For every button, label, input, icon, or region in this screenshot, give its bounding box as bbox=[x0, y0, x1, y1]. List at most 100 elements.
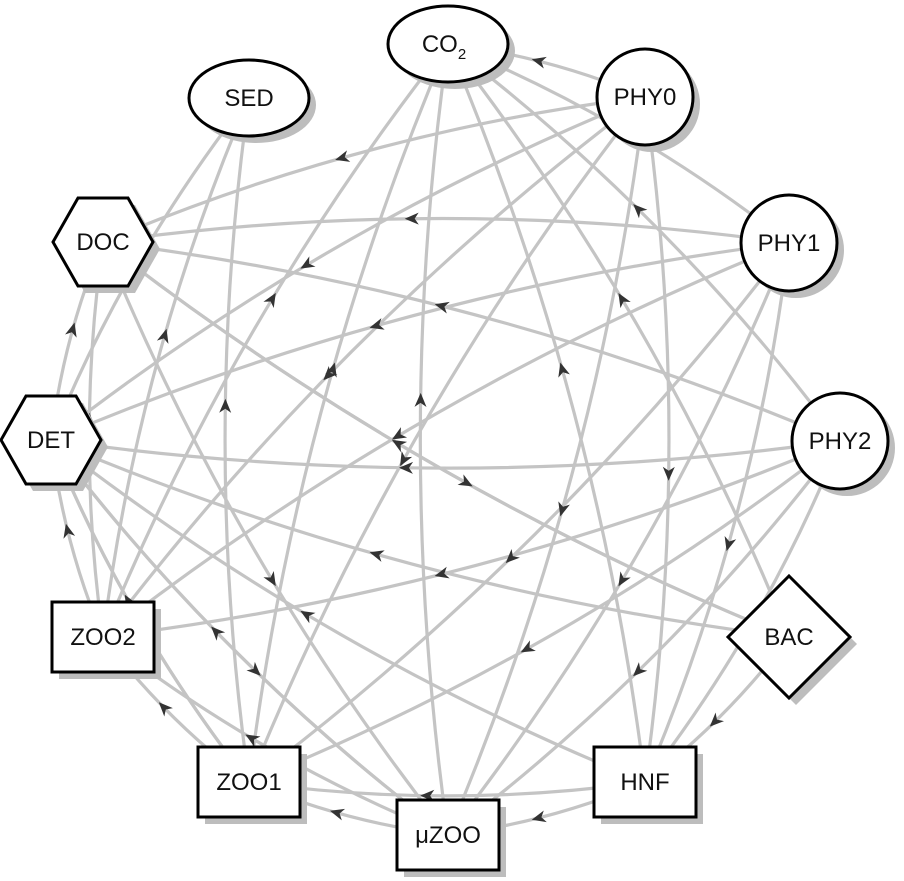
edge-phy1-to-zoo1 bbox=[247, 241, 791, 784]
edge-phy1-to-zoo2 bbox=[101, 241, 791, 639]
edge-zoo2-to-co2 bbox=[101, 42, 450, 639]
edge-phy2-to-doc bbox=[101, 240, 842, 443]
arrow-zoo1-to-zoo2 bbox=[158, 702, 173, 717]
arrow-phy1-to-doc bbox=[404, 212, 419, 225]
node-zoo2-label-text: ZOO2 bbox=[70, 624, 135, 651]
arrow-phy0-to-doc bbox=[335, 150, 351, 162]
arrow-phy2-to-zoo1 bbox=[520, 640, 536, 653]
node-zoo1-shape bbox=[196, 745, 302, 819]
node-sed-label-text: SED bbox=[224, 85, 273, 112]
node-doc-label-text: DOC bbox=[76, 229, 129, 256]
node-zoo2-shape bbox=[50, 600, 156, 674]
node-zoo2: ZOO2 bbox=[50, 600, 161, 679]
edge-phy2-to-uzoo bbox=[446, 439, 842, 837]
node-bac: BAC bbox=[725, 573, 857, 705]
arrow-phy2-to-co2 bbox=[633, 204, 648, 219]
node-zoo1-label-text: ZOO1 bbox=[216, 769, 281, 796]
node-sed-shape bbox=[187, 58, 311, 138]
node-phy2-shape bbox=[790, 391, 890, 491]
node-bac-shape bbox=[725, 573, 853, 701]
edge-phy1-to-doc bbox=[101, 216, 791, 245]
arrow-phy0-to-det bbox=[300, 256, 316, 269]
node-phy2-label-text: PHY2 bbox=[809, 428, 872, 455]
edge-uzoo-to-co2 bbox=[418, 42, 450, 837]
arrow-phy2-to-doc bbox=[434, 301, 450, 314]
edge-doc-to-uzoo bbox=[101, 240, 450, 837]
edge-phy0-to-det bbox=[49, 95, 647, 442]
edge-phy1-to-det bbox=[49, 241, 791, 442]
arrow-zoo2-to-det bbox=[63, 523, 76, 539]
edges-layer bbox=[49, 42, 842, 837]
arrow-uzoo-to-det bbox=[211, 626, 226, 641]
node-phy0-label-text: PHY0 bbox=[614, 84, 677, 111]
arrow-det-to-doc bbox=[65, 322, 77, 338]
edge-hnf-to-zoo1 bbox=[247, 780, 647, 798]
arrow-bac-to-hnf bbox=[709, 712, 724, 727]
edge-bac-to-co2 bbox=[446, 42, 791, 639]
arrow-phy0-to-zoo1 bbox=[400, 450, 413, 467]
node-co2-label: CO2 bbox=[422, 31, 466, 63]
node-det: DET bbox=[0, 394, 108, 491]
node-co2: CO2 bbox=[386, 4, 515, 89]
node-hnf: HNF bbox=[592, 745, 703, 824]
node-co2-shape bbox=[386, 4, 510, 84]
node-det-label-text: DET bbox=[27, 427, 75, 454]
arrow-phy2-to-uzoo bbox=[633, 662, 648, 677]
node-phy1-label-text: PHY1 bbox=[758, 230, 821, 257]
node-zoo1-label: ZOO1 bbox=[216, 769, 281, 796]
edge-zoo1-to-co2 bbox=[247, 42, 450, 784]
arrow-phy0-to-hnf bbox=[662, 466, 675, 481]
arrow-phy1-to-uzoo bbox=[618, 571, 631, 587]
arrow-phy1-to-hnf bbox=[724, 536, 737, 552]
arrow-bac-to-doc bbox=[391, 439, 408, 453]
arrow-bac-to-co2 bbox=[618, 292, 631, 309]
edge-phy0-to-uzoo bbox=[446, 95, 647, 837]
node-phy0-shape bbox=[595, 47, 695, 147]
arrow-phy0-to-uzoo bbox=[558, 501, 570, 517]
node-sed: SED bbox=[187, 58, 316, 143]
edge-zoo1-to-sed bbox=[223, 96, 251, 784]
arrow-det-to-uzoo bbox=[246, 661, 261, 676]
node-phy0: PHY0 bbox=[595, 47, 700, 152]
edge-phy2-to-det bbox=[49, 438, 842, 470]
node-sed-label: SED bbox=[224, 85, 273, 112]
node-co2-label-text: CO bbox=[422, 31, 458, 58]
arrow-phy1-to-det bbox=[369, 318, 385, 330]
arrow-doc-to-uzoo bbox=[263, 571, 276, 587]
node-doc: DOC bbox=[51, 196, 160, 293]
edge-hnf-to-co2 bbox=[446, 42, 647, 784]
node-hnf-label: HNF bbox=[620, 769, 669, 796]
arrow-phy0-to-co2 bbox=[531, 56, 547, 69]
arrow-zoo1-to-sed bbox=[219, 398, 232, 413]
edge-phy1-to-uzoo bbox=[446, 241, 791, 837]
edge-hnf-to-det bbox=[49, 438, 647, 784]
node-det-label: DET bbox=[27, 427, 75, 454]
node-phy1-label: PHY1 bbox=[758, 230, 821, 257]
node-zoo1: ZOO1 bbox=[196, 745, 307, 824]
arrow-doc-to-bac bbox=[457, 474, 473, 487]
node-phy2-label: PHY2 bbox=[809, 428, 872, 455]
edge-phy0-to-doc bbox=[101, 95, 647, 244]
arrow-bac-to-det bbox=[369, 550, 385, 562]
node-doc-label: DOC bbox=[76, 229, 129, 256]
node-det-shape bbox=[0, 394, 103, 486]
arrow-phy2-to-zoo2 bbox=[434, 566, 450, 579]
node-uzoo: μZOO bbox=[395, 798, 506, 877]
node-uzoo-label: μZOO bbox=[415, 822, 481, 849]
node-zoo2-label: ZOO2 bbox=[70, 624, 135, 651]
arrow-hnf-to-det bbox=[300, 610, 316, 624]
node-hnf-label-text: HNF bbox=[620, 769, 669, 796]
node-phy1: PHY1 bbox=[739, 193, 844, 298]
node-uzoo-shape bbox=[395, 798, 501, 872]
edge-doc-to-bac bbox=[101, 240, 791, 639]
edge-phy0-to-zoo2 bbox=[101, 95, 647, 639]
arrow-hnf-to-uzoo bbox=[531, 810, 547, 823]
node-bac-label-text: BAC bbox=[764, 624, 813, 651]
arrow-zoo2-to-co2 bbox=[263, 292, 276, 308]
node-phy1-shape bbox=[739, 193, 839, 293]
node-uzoo-label-text: μZOO bbox=[415, 822, 481, 849]
edge-det-to-uzoo bbox=[49, 438, 450, 837]
